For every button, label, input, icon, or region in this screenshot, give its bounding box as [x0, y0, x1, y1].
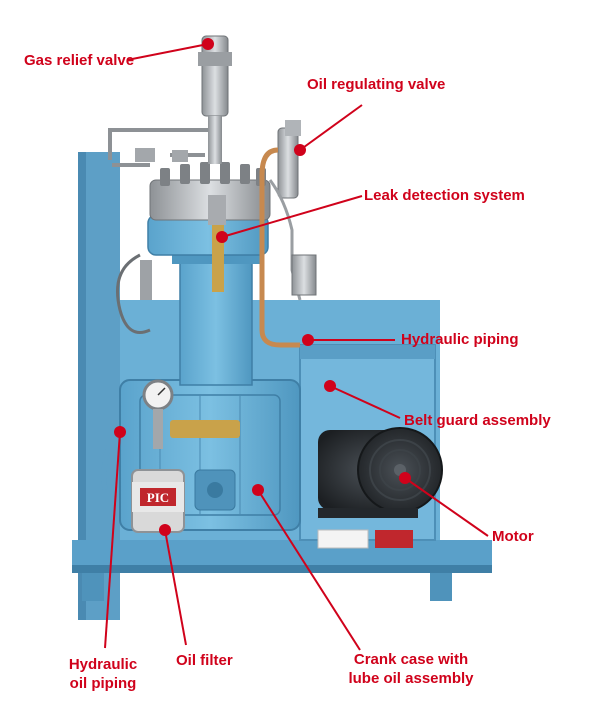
callout-dot-oil-regulating-valve — [294, 144, 306, 156]
machine-illustration: PIC — [72, 35, 492, 620]
label-gas-relief-valve: Gas relief valve — [24, 52, 135, 69]
callout-dot-oil-filter — [159, 524, 171, 536]
callout-dot-motor — [399, 472, 411, 484]
callout-dot-crank-case — [252, 484, 264, 496]
label-hydraulic-oil-piping-line1: Hydraulic — [68, 656, 138, 673]
label-motor: Motor — [492, 528, 534, 545]
motor — [318, 427, 443, 518]
callout-dot-hydraulic-oil-piping — [114, 426, 126, 438]
filter-brand-text: PIC — [147, 490, 169, 505]
label-oil-filter: Oil filter — [176, 652, 233, 669]
callout-dot-gas-relief-valve — [202, 38, 214, 50]
oil-regulating-valve — [277, 127, 299, 199]
callout-dot-hydraulic-piping — [302, 334, 314, 346]
callout-lines — [104, 43, 489, 651]
label-crank-case-line2: lube oil assembly — [348, 670, 474, 687]
callout-dot-belt-guard — [324, 380, 336, 392]
label-hydraulic-piping: Hydraulic piping — [401, 331, 519, 348]
callout-dot-leak-detection — [216, 231, 228, 243]
label-oil-regulating-valve: Oil regulating valve — [307, 76, 446, 93]
callout-dots — [114, 38, 411, 536]
label-crank-case: Crank case with lube oil assembly — [336, 650, 486, 688]
label-belt-guard-assembly: Belt guard assembly — [404, 412, 551, 429]
label-hydraulic-oil-piping-line2: oil piping — [69, 675, 137, 692]
hydraulic-piping — [259, 147, 300, 348]
label-crank-case-line1: Crank case with — [353, 651, 469, 668]
label-hydraulic-oil-piping: Hydraulic oil piping — [48, 655, 158, 693]
label-leak-detection-system: Leak detection system — [364, 187, 525, 204]
